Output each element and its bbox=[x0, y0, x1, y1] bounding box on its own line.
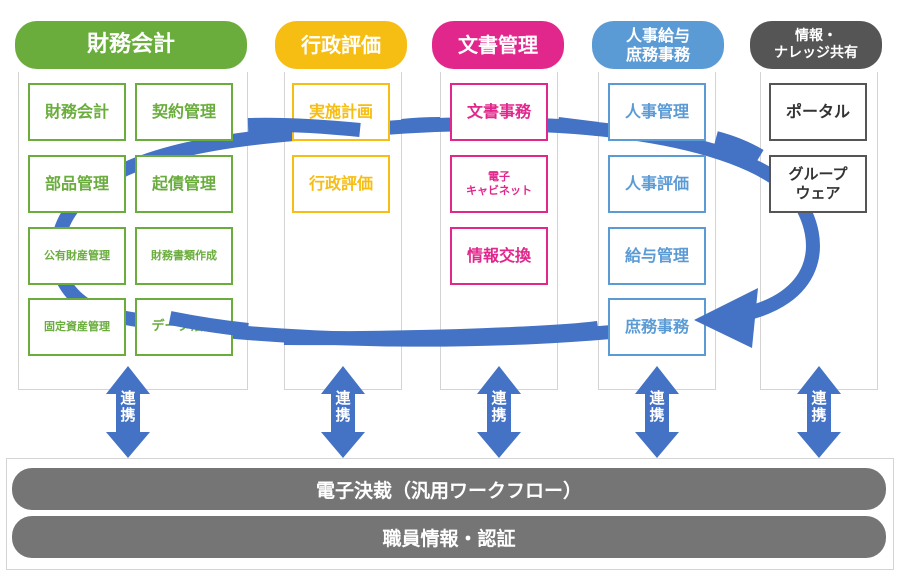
module-financial-documents: 財務書類作成 bbox=[135, 227, 233, 285]
module-parts-management: 部品管理 bbox=[28, 155, 126, 213]
module-label: 情報交換 bbox=[466, 246, 531, 265]
module-finance-accounting: 財務会計 bbox=[28, 83, 126, 141]
hr-header-label: 人事給与 庶務事務 bbox=[625, 25, 690, 64]
module-label: 人事管理 bbox=[624, 102, 689, 121]
module-label: グループ ウェア bbox=[788, 165, 848, 202]
docs-header: 文書管理 bbox=[432, 21, 564, 69]
module-payroll-management: 給与管理 bbox=[608, 227, 706, 285]
module-label: 行政評価 bbox=[308, 174, 373, 193]
module-label: ポータル bbox=[785, 102, 850, 121]
info-header: 情報・ ナレッジ共有 bbox=[750, 21, 882, 69]
module-fixed-assets: 固定資産管理 bbox=[28, 298, 126, 356]
module-label: 人事評価 bbox=[624, 174, 689, 193]
admin-header: 行政評価 bbox=[275, 21, 407, 69]
module-portal: ポータル bbox=[769, 83, 867, 141]
module-label: 起債管理 bbox=[151, 174, 216, 193]
module-label: 財務書類作成 bbox=[151, 249, 217, 263]
workflow-bar: 電子決裁（汎用ワークフロー） bbox=[12, 468, 886, 510]
info-header-label: 情報・ ナレッジ共有 bbox=[774, 28, 858, 61]
cycle-arrowhead bbox=[694, 288, 758, 348]
module-contract-management: 契約管理 bbox=[135, 83, 233, 141]
link-label-finance: 連 携 bbox=[120, 389, 136, 425]
module-general-affairs: 庶務事務 bbox=[608, 298, 706, 356]
docs-header-label: 文書管理 bbox=[458, 33, 538, 57]
module-admin-evaluation: 行政評価 bbox=[292, 155, 390, 213]
module-bond-management: 起債管理 bbox=[135, 155, 233, 213]
module-personnel-evaluation: 人事評価 bbox=[608, 155, 706, 213]
module-label: 庶務事務 bbox=[624, 317, 689, 336]
module-label: 文書事務 bbox=[466, 102, 531, 121]
link-arrow-hr bbox=[635, 366, 679, 458]
module-electronic-cabinet: 電子 キャビネット bbox=[450, 155, 548, 213]
link-label-admin: 連 携 bbox=[335, 389, 351, 425]
auth-bar: 職員情報・認証 bbox=[12, 516, 886, 558]
link-label-docs: 連 携 bbox=[491, 389, 507, 425]
module-label: 財務会計 bbox=[44, 102, 109, 121]
module-information-exchange: 情報交換 bbox=[450, 227, 548, 285]
link-arrow-info bbox=[797, 366, 841, 458]
module-document-affairs: 文書事務 bbox=[450, 83, 548, 141]
link-arrow-finance bbox=[106, 366, 150, 458]
module-label: 給与管理 bbox=[624, 246, 689, 265]
workflow-bar-label: 電子決裁（汎用ワークフロー） bbox=[315, 479, 582, 502]
module-label: 公有財産管理 bbox=[44, 249, 110, 263]
auth-bar-label: 職員情報・認証 bbox=[382, 527, 516, 550]
link-label-hr: 連 携 bbox=[649, 389, 665, 425]
link-arrow-admin bbox=[321, 366, 365, 458]
module-public-property: 公有財産管理 bbox=[28, 227, 126, 285]
module-groupware: グループ ウェア bbox=[769, 155, 867, 213]
hr-header: 人事給与 庶務事務 bbox=[592, 21, 724, 69]
module-label: 契約管理 bbox=[151, 102, 216, 121]
link-label-info: 連 携 bbox=[811, 389, 827, 425]
module-label: 実施計画 bbox=[308, 102, 373, 121]
module-label: 部品管理 bbox=[44, 174, 109, 193]
admin-header-label: 行政評価 bbox=[301, 33, 381, 57]
module-label: 固定資産管理 bbox=[44, 320, 110, 334]
finance-header: 財務会計 bbox=[15, 21, 247, 69]
module-label: 電子 キャビネット bbox=[466, 170, 532, 197]
finance-header-label: 財務会計 bbox=[86, 31, 175, 57]
module-personnel-management: 人事管理 bbox=[608, 83, 706, 141]
link-arrow-docs bbox=[477, 366, 521, 458]
